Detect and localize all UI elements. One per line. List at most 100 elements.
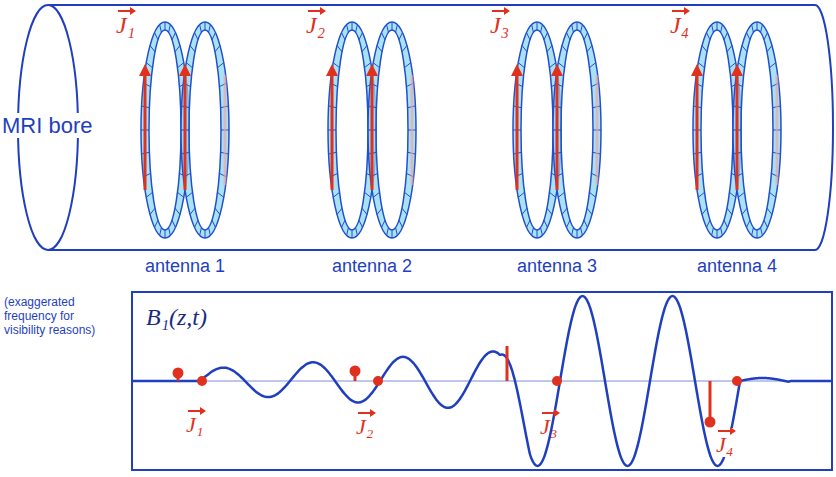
ring-segment	[392, 230, 393, 238]
current-label: J₂	[356, 410, 373, 439]
antenna-ring	[181, 22, 229, 238]
current-arrow-back	[411, 75, 414, 185]
ring-segment	[567, 33, 570, 40]
ring-segment	[567, 220, 570, 227]
ring-segment	[727, 208, 732, 214]
ring-segment	[178, 63, 184, 68]
ring-segment	[405, 63, 411, 68]
ring-segment	[396, 25, 398, 33]
ring-segment	[550, 63, 556, 68]
ring-segment	[724, 220, 727, 227]
ring-segment	[587, 46, 592, 52]
current-label: J₃	[490, 8, 509, 40]
ring-segment	[373, 63, 379, 68]
ring-segment	[752, 25, 754, 33]
ring-segment	[544, 220, 547, 227]
antenna-rings	[141, 22, 781, 238]
ring-segment	[698, 192, 704, 197]
ring-segment	[359, 33, 362, 40]
ring-segment	[155, 220, 158, 227]
ring-segment	[205, 230, 206, 238]
current-arrow	[371, 70, 374, 190]
current-arrow	[331, 70, 334, 190]
ring-segment	[764, 33, 767, 40]
antenna-label: antenna 3	[517, 256, 597, 277]
current-arrow	[556, 70, 559, 190]
ring-segment	[587, 208, 592, 214]
ring-segment	[382, 33, 385, 40]
ring-segment	[518, 63, 524, 68]
antenna-ring	[141, 22, 189, 238]
current-label: J₁	[116, 8, 135, 40]
mri-bore	[18, 5, 833, 250]
ring-segment	[195, 33, 198, 40]
current-label: J₄	[716, 428, 733, 457]
ring-segment	[165, 22, 166, 30]
current-label: J₃	[540, 410, 557, 439]
ring-segment	[742, 208, 747, 214]
ring-segment	[757, 230, 758, 238]
ring-segment	[362, 208, 367, 214]
ring-segment	[747, 33, 750, 40]
ring-segment	[721, 227, 723, 235]
ring-segment	[572, 227, 574, 235]
ring-segment	[541, 25, 543, 33]
plot-frame	[132, 292, 832, 470]
ring-segment	[150, 208, 155, 214]
ring-segment	[172, 33, 175, 40]
antenna-ring	[368, 22, 416, 238]
ring-segment	[347, 25, 349, 33]
current-label: J₂	[306, 8, 325, 40]
ring-segment	[172, 220, 175, 227]
ring-segment	[186, 192, 192, 197]
ring-segment	[752, 227, 754, 235]
ring-segment	[215, 46, 220, 52]
ring-segment	[146, 63, 152, 68]
ring-segment	[702, 46, 707, 52]
ring-segment	[402, 208, 407, 214]
field-label: B₁(z,t)	[146, 304, 207, 332]
ring-segment	[698, 63, 704, 68]
ring-segment	[160, 227, 162, 235]
ring-segment	[175, 46, 180, 52]
ring-segment	[757, 22, 758, 30]
ring-segment	[730, 192, 736, 197]
ring-segment	[392, 22, 393, 30]
current-label: J₄	[670, 8, 689, 40]
current-arrow	[516, 70, 519, 190]
ring-segment	[547, 46, 552, 52]
b1-wave	[132, 296, 832, 466]
ring-segment	[581, 227, 583, 235]
ring-segment	[532, 227, 534, 235]
ring-segment	[356, 25, 358, 33]
ring-segment	[365, 192, 371, 197]
antenna-ring	[693, 22, 741, 238]
ring-segment	[387, 227, 389, 235]
ring-segment	[195, 220, 198, 227]
antenna-ring	[553, 22, 601, 238]
ring-segment	[767, 46, 772, 52]
antenna-ring	[733, 22, 781, 238]
current-arrow	[144, 70, 147, 190]
ring-segment	[186, 63, 192, 68]
ring-segment	[532, 25, 534, 33]
ring-segment	[717, 22, 718, 30]
ring-segment	[547, 208, 552, 214]
ring-segment	[333, 192, 339, 197]
ring-segment	[399, 33, 402, 40]
ring-segment	[175, 208, 180, 214]
ring-segment	[399, 220, 402, 227]
ring-segment	[377, 46, 382, 52]
ring-segment	[169, 227, 171, 235]
ring-segment	[730, 63, 736, 68]
antenna-ring	[513, 22, 561, 238]
current-arrow-back	[596, 75, 599, 185]
ring-segment	[160, 25, 162, 33]
ring-segment	[738, 192, 744, 197]
ring-segment	[200, 25, 202, 33]
ring-segment	[527, 220, 530, 227]
ring-segment	[396, 227, 398, 235]
note-label: (exaggerated frequency for visibility re…	[4, 296, 114, 337]
ring-segment	[377, 208, 382, 214]
